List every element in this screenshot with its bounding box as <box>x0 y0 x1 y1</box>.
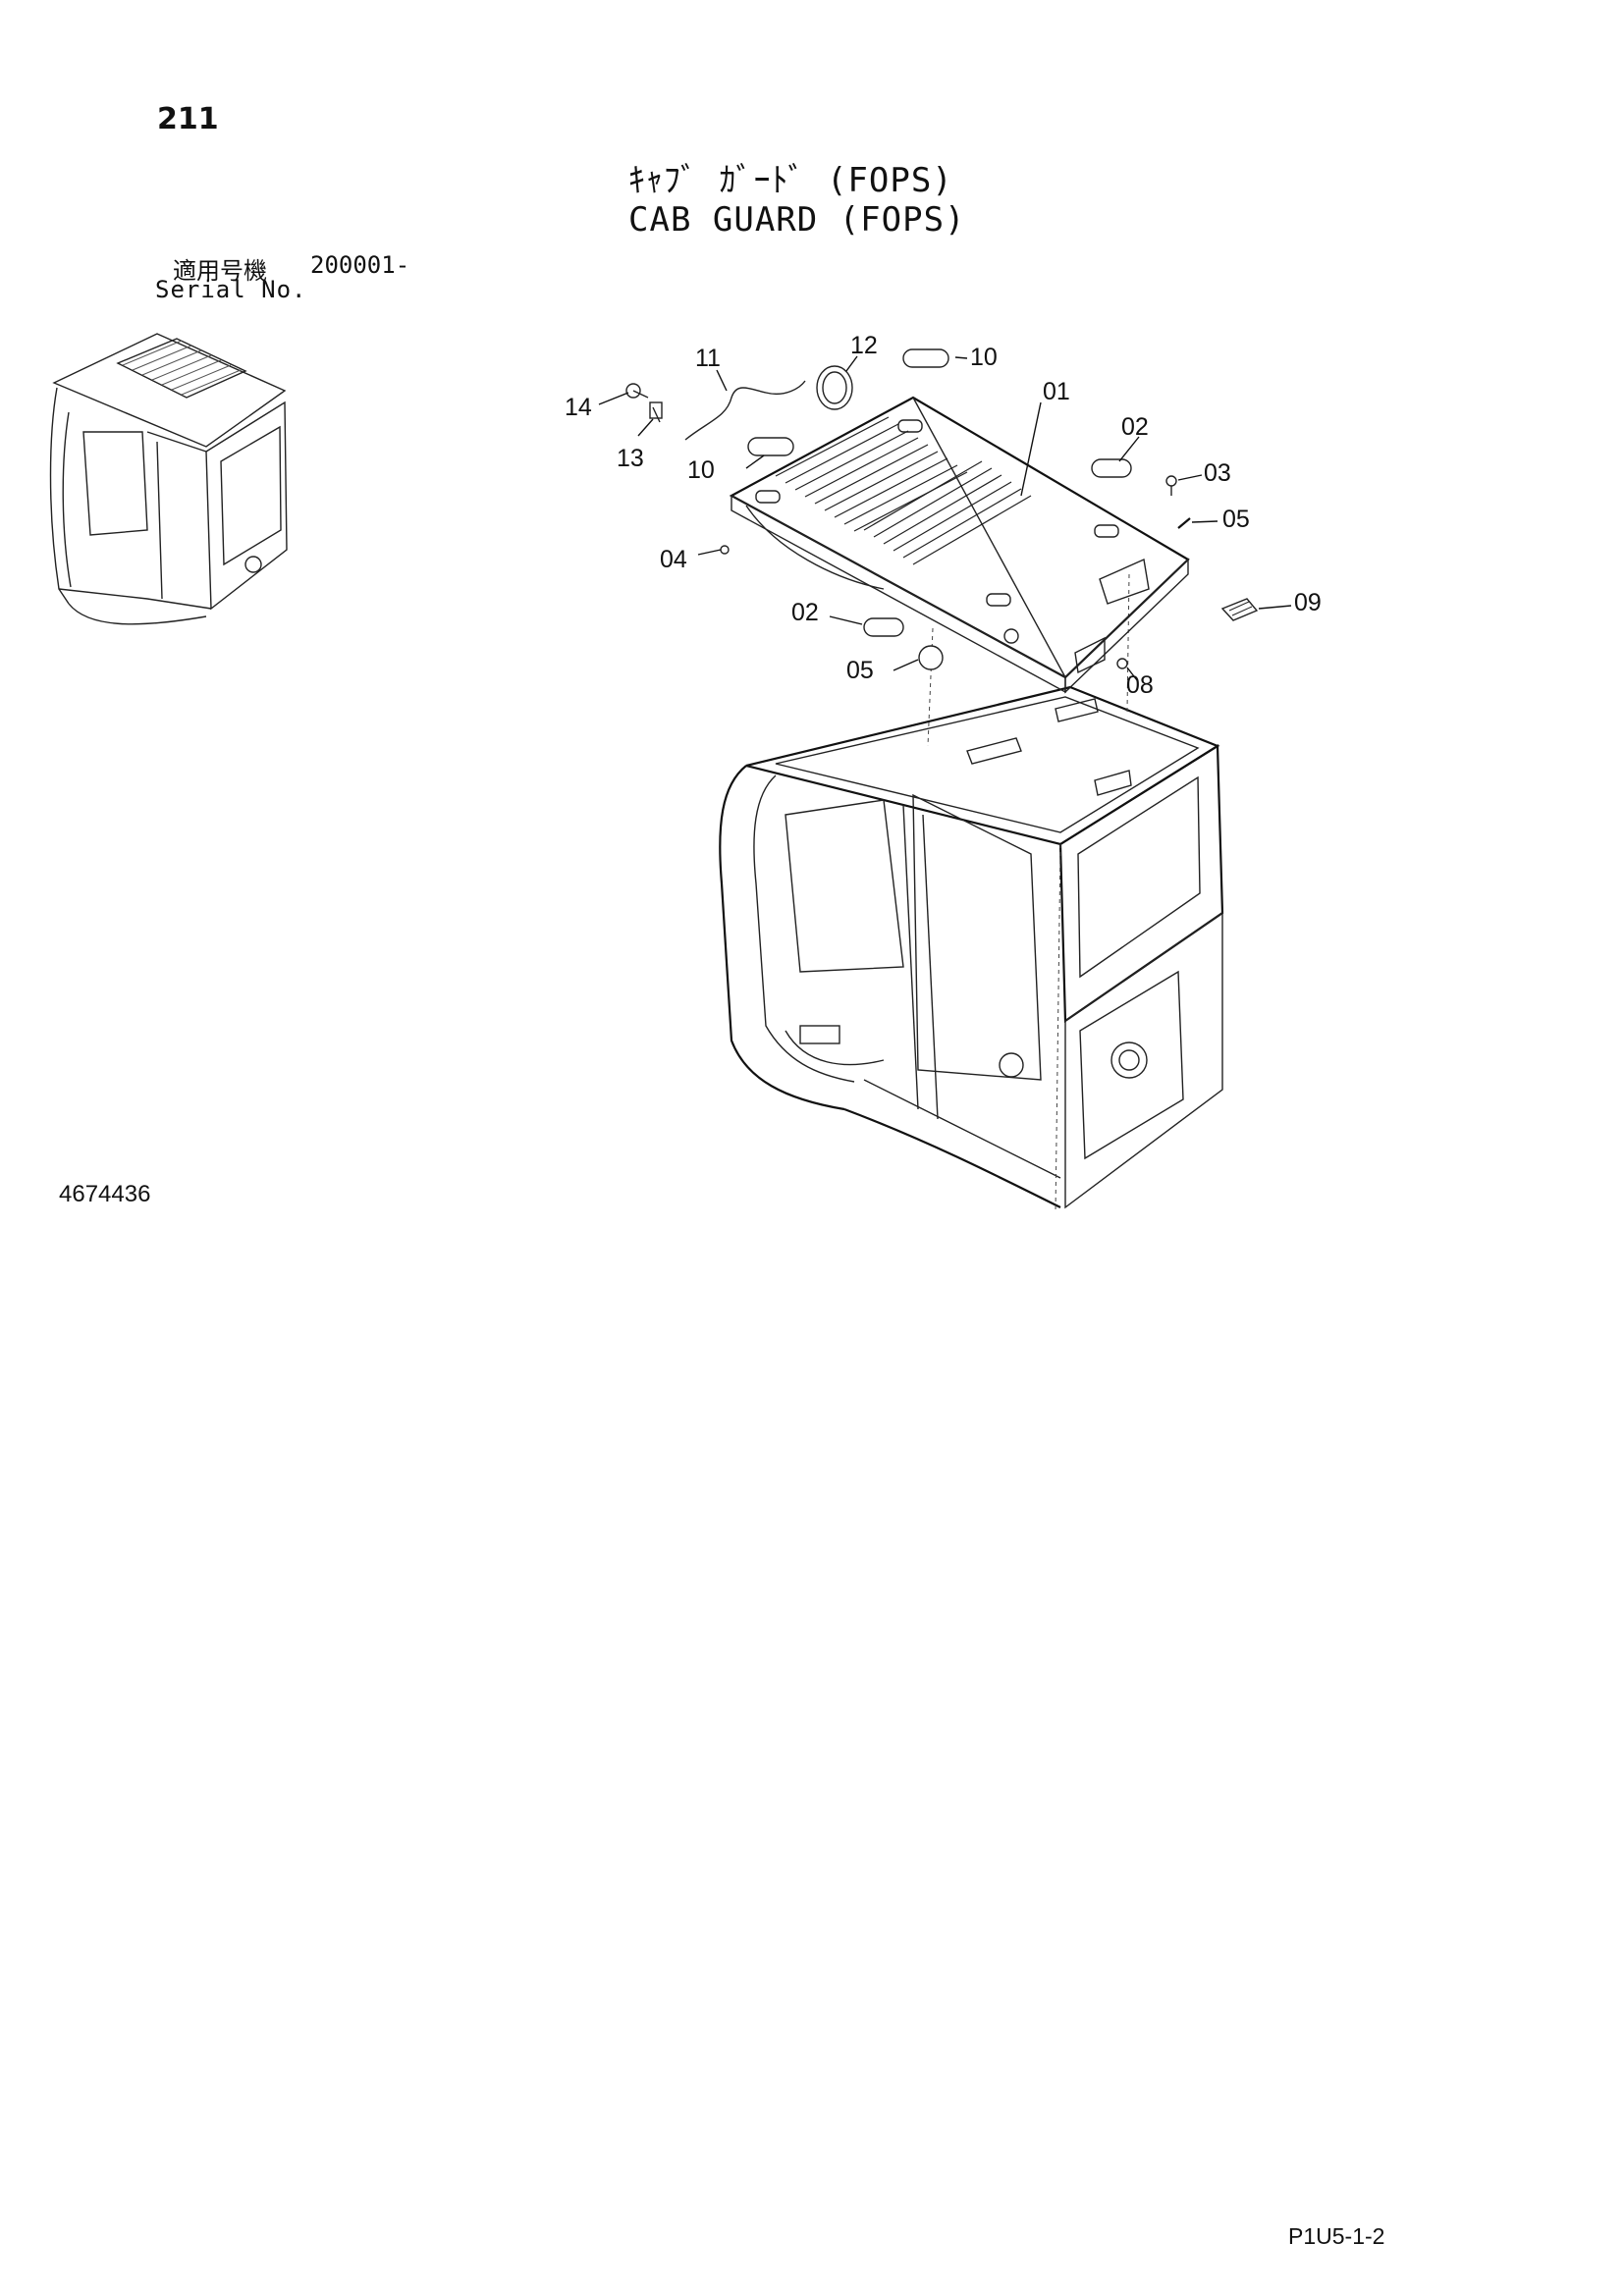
callout-11: 11 <box>695 345 721 372</box>
callout-01: 01 <box>1043 378 1070 405</box>
cab-body <box>719 573 1224 1213</box>
part-pad-02a <box>1091 458 1132 478</box>
leader-lines <box>598 355 1292 681</box>
callout-14: 14 <box>565 394 592 421</box>
page-code: P1U5-1-2 <box>1288 2223 1385 2249</box>
part-seal-10a <box>902 348 949 368</box>
part-seal-10b <box>747 437 794 456</box>
callout-03: 03 <box>1204 459 1231 487</box>
part-nut-08 <box>1116 658 1128 669</box>
serial-label-english: Serial No. <box>155 276 307 303</box>
drawing-number: 4674436 <box>59 1181 151 1207</box>
callout-05-top: 05 <box>1222 506 1250 533</box>
page-number: 211 <box>157 102 219 136</box>
serial-label-japanese: 適用号機 <box>173 257 267 285</box>
part-wire-11 <box>684 380 806 441</box>
callout-08: 08 <box>1126 671 1154 699</box>
callout-02-top: 02 <box>1121 413 1149 441</box>
cab-guard-panel <box>729 396 1190 694</box>
part-cap-05b <box>918 645 944 670</box>
part-clamp-12 <box>816 365 853 410</box>
title-japanese: ｷｬﾌﾞ ｶﾞｰﾄﾞ (FOPS) <box>628 161 953 200</box>
part-pin-04 <box>720 545 730 555</box>
thumbnail-cab-overview <box>49 333 288 625</box>
callout-05-bottom: 05 <box>846 657 874 684</box>
callout-09: 09 <box>1294 589 1322 616</box>
callout-10-top: 10 <box>970 344 998 371</box>
part-bolt-14 <box>625 383 649 399</box>
callout-02-bottom: 02 <box>791 599 819 626</box>
part-spring-05a <box>1177 517 1191 529</box>
part-latch-09 <box>1220 598 1259 621</box>
part-bracket-13 <box>649 401 663 423</box>
part-bolt-03 <box>1165 475 1177 496</box>
title-english: CAB GUARD (FOPS) <box>628 200 966 240</box>
serial-value: 200001- <box>310 251 410 279</box>
callout-04: 04 <box>660 546 687 573</box>
callout-10-left: 10 <box>687 456 715 484</box>
callout-12: 12 <box>850 332 878 359</box>
callout-13: 13 <box>617 445 644 472</box>
part-pad-02b <box>863 617 904 637</box>
